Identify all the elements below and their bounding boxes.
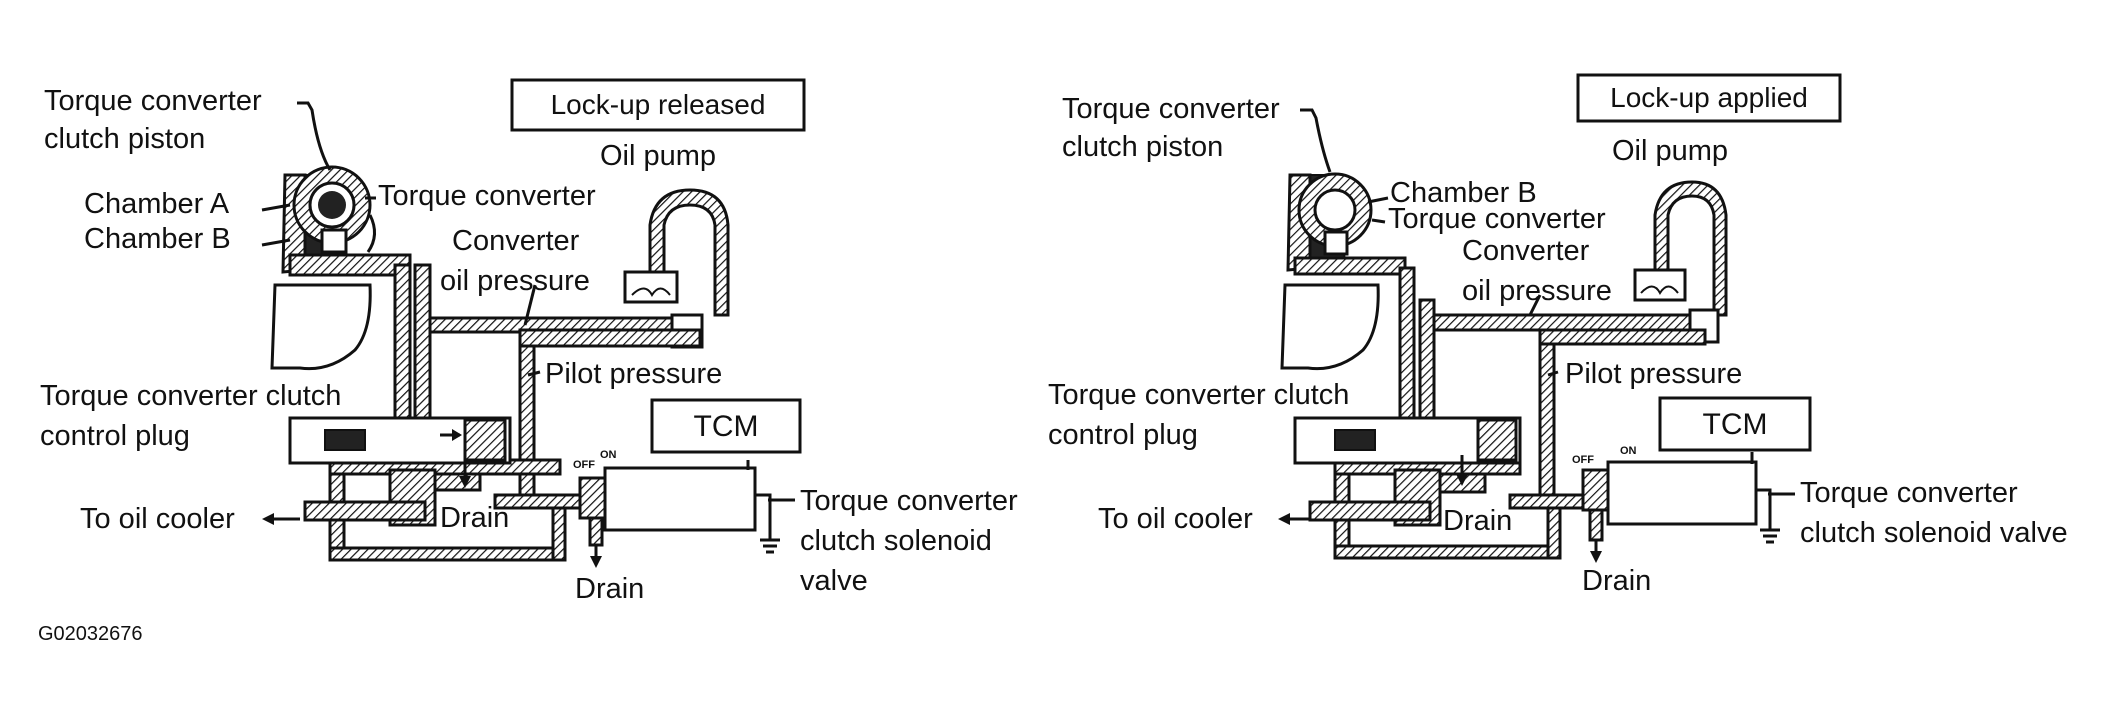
label-torque-converter: Torque converter: [1388, 203, 1606, 235]
label-oil-cooler: To oil cooler: [80, 503, 235, 535]
oil-cooler-arrowhead: [1278, 513, 1290, 525]
panel-lockup-applied: Lock-up applied: [1048, 73, 2068, 597]
label-drain-1: Drain: [440, 502, 509, 534]
label-torque-converter: Torque converter: [378, 180, 596, 212]
label-off: OFF: [1572, 454, 1594, 466]
hydraulic-passages: [328, 263, 702, 562]
label-oil-pressure: oil pressure: [1462, 275, 1612, 307]
label-piston-line2: clutch piston: [44, 123, 205, 155]
state-box: [1576, 73, 1842, 123]
leader-chamber-b: [261, 238, 291, 247]
label-pilot-pressure: Pilot pressure: [545, 358, 722, 390]
label-on: ON: [1620, 445, 1637, 457]
state-box: [510, 78, 806, 132]
leader-piston: [1300, 108, 1332, 173]
label-solenoid-line3: valve: [800, 565, 868, 597]
panel-lockup-released: Lock-up released: [40, 78, 1018, 605]
leader-converter-pressure: [1528, 294, 1542, 316]
label-piston-line1: Torque converter: [1062, 93, 1280, 125]
leader-chamber-a: [261, 203, 291, 212]
label-oil-pump: Oil pump: [600, 140, 716, 172]
solenoid-valve: [1581, 452, 1780, 563]
leader-piston: [297, 101, 332, 171]
tcm-box: [1658, 396, 1812, 452]
figure-id: G02032676: [38, 623, 143, 645]
leader-torque-converter: [1371, 218, 1386, 224]
drain-arrowhead: [1456, 474, 1468, 486]
control-valve: [288, 416, 512, 527]
label-drain-2: Drain: [575, 573, 644, 605]
tcm-box: [650, 398, 802, 454]
label-oil-pressure: oil pressure: [440, 265, 590, 297]
label-drain-2: Drain: [1582, 565, 1651, 597]
state-label: Lock-up applied: [1610, 82, 1808, 113]
oil-pump: [1633, 180, 1728, 344]
leader-converter-pressure: [523, 284, 537, 326]
leader-pilot-pressure: [527, 370, 541, 377]
label-solenoid-line1: Torque converter: [800, 485, 1018, 517]
label-piston-line1: Torque converter: [44, 85, 262, 117]
label-pilot-pressure: Pilot pressure: [1565, 358, 1742, 390]
oil-cooler-arrowhead: [262, 513, 274, 525]
leader-pilot-pressure: [1547, 370, 1559, 377]
label-drain-1: Drain: [1443, 505, 1512, 537]
torque-converter-assembly: [1280, 172, 1407, 371]
label-oil-cooler: To oil cooler: [1098, 503, 1253, 535]
label-solenoid-line1: Torque converter: [1800, 477, 2018, 509]
label-piston-line2: clutch piston: [1062, 131, 1223, 163]
label-on: ON: [600, 449, 617, 461]
solenoid-valve: [578, 460, 780, 568]
torque-converter-assembly: [270, 165, 412, 371]
tcm-label: TCM: [1703, 408, 1768, 441]
label-converter: Converter: [452, 225, 580, 257]
drain-arrowhead: [459, 476, 471, 488]
leader-chamber-b: [1367, 196, 1389, 204]
tcm-label: TCM: [694, 410, 759, 443]
label-converter: Converter: [1462, 235, 1590, 267]
label-control-plug-line2: control plug: [40, 420, 190, 452]
state-label: Lock-up released: [551, 89, 766, 120]
label-solenoid-line2: clutch solenoid: [800, 525, 992, 557]
label-chamber-b: Chamber B: [1390, 177, 1537, 209]
control-valve: [1293, 416, 1522, 527]
label-chamber-b: Chamber B: [84, 223, 231, 255]
label-off: OFF: [573, 459, 595, 471]
label-control-plug-line2: control plug: [1048, 419, 1198, 451]
label-solenoid-line2: clutch solenoid valve: [1800, 517, 2068, 549]
label-control-plug-line1: Torque converter clutch: [1048, 379, 1349, 411]
label-oil-pump: Oil pump: [1612, 135, 1728, 167]
label-control-plug-line1: Torque converter clutch: [40, 380, 341, 412]
label-chamber-a: Chamber A: [84, 188, 230, 220]
